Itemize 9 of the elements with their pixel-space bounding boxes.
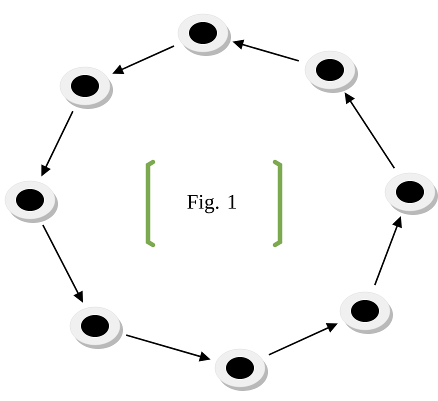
disc-node — [340, 292, 393, 334]
disc-node — [178, 14, 231, 56]
caption: Fig. 1 — [187, 194, 236, 214]
disc-node — [214, 348, 268, 391]
disc-node — [384, 172, 438, 215]
disc-node — [4, 180, 58, 223]
disc-node — [70, 306, 123, 349]
disc-node — [60, 66, 113, 109]
disc-node — [304, 50, 358, 93]
